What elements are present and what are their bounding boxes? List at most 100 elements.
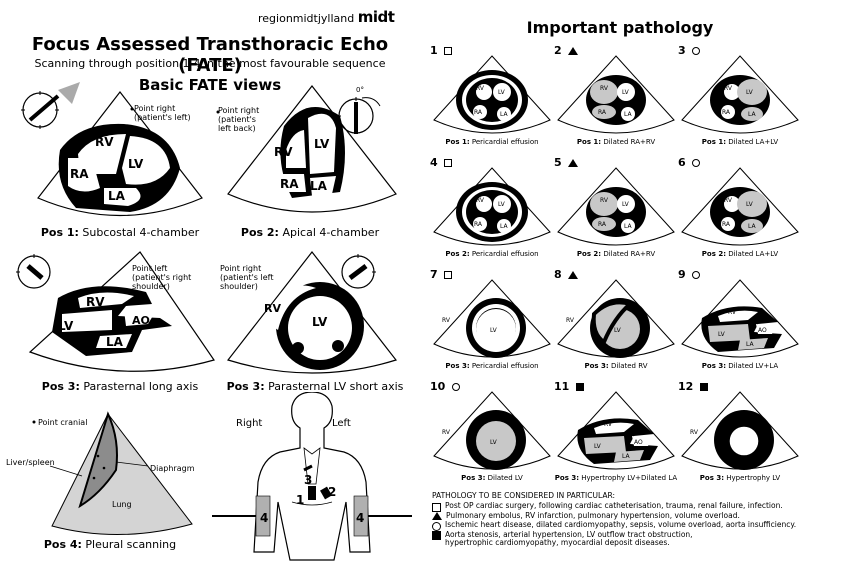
label-ra: RA: [722, 221, 731, 228]
label-diaphragm: Diaphragm: [150, 464, 195, 473]
triangle-filled-icon: [568, 47, 578, 55]
probe-dial-3-icon: [16, 254, 51, 289]
label-ra: RA: [598, 221, 607, 228]
body-positions-diagram: 3 1 2 4 4: [212, 392, 412, 561]
rv-chamber: [724, 84, 740, 100]
square-filled-icon: [432, 530, 441, 540]
label-lv: LV: [314, 137, 330, 151]
view5-note: Point cranial: [38, 418, 88, 427]
lv-chamber: [617, 195, 635, 213]
pathology-number: 7: [430, 268, 438, 281]
label-lv: LV: [498, 201, 506, 208]
pathology-heading: Important pathology: [526, 18, 714, 37]
label-ao: AO: [634, 439, 643, 446]
parasternal-short-axis-diagram: RV LV: [226, 251, 398, 374]
lv-chamber: [476, 421, 516, 461]
lv-chamber: [708, 324, 750, 342]
caption-pos1: Pos 1: Subcostal 4-chamber: [40, 226, 200, 239]
caption-pos3-short: Pos 3: Parasternal LV short axis: [226, 380, 404, 393]
label-lung: Lung: [112, 500, 132, 509]
label-lv: LV: [746, 89, 754, 96]
circle-open-icon: [452, 383, 460, 391]
page-subtitle: Scanning through position 1-4 in the mos…: [34, 57, 386, 70]
circle-open-icon: [692, 159, 700, 167]
label-la: LA: [746, 341, 754, 348]
brand-text: regionmidtjylland: [258, 12, 355, 25]
pathology-caption: Pos 3: Dilated LV: [461, 474, 523, 482]
pathology-sector-4: LV RV RA LA: [433, 167, 551, 246]
label-lv: LV: [490, 439, 498, 446]
label-right: Right: [236, 418, 263, 429]
label-la: LA: [500, 223, 508, 230]
label-la: LA: [748, 111, 756, 118]
ao: [632, 436, 652, 446]
label-rv: RV: [690, 429, 699, 436]
pathology-number: 6: [678, 156, 686, 169]
label-rv: RV: [476, 197, 485, 204]
label-rv: RV: [442, 429, 451, 436]
square-filled-icon: [700, 383, 708, 391]
views-heading: Basic FATE views: [138, 76, 282, 94]
label-ra: RA: [474, 109, 483, 116]
lv-chamber: [476, 309, 516, 349]
ra-chamber: [592, 217, 616, 231]
la-chamber: [621, 107, 635, 121]
pathology-caption: Pos 1: Dilated LA+LV: [701, 138, 779, 146]
pathology-caption: Pos 3: Dilated LV+LA: [701, 362, 779, 370]
label-la: LA: [622, 453, 630, 460]
label-lv: LV: [622, 89, 630, 96]
la-chamber: [741, 219, 763, 233]
label-la: LA: [624, 111, 632, 118]
circle-open-icon: [692, 271, 700, 279]
label-rv: RV: [566, 317, 575, 324]
legend-title: PATHOLOGY TO BE CONSIDERED IN PARTICULAR…: [432, 491, 615, 500]
label-rv: RV: [476, 85, 485, 92]
label-lv: LV: [312, 315, 328, 329]
label-left: Left: [332, 418, 351, 429]
legend-list: Post OP cardiac surgery, following cardi…: [432, 501, 852, 548]
rv-chamber: [476, 196, 492, 212]
label-ra: RA: [280, 177, 299, 191]
caption-pos4: Pos 4: Pleural scanning: [43, 538, 177, 551]
label-ra: RA: [474, 221, 483, 228]
lv-chamber: [584, 436, 626, 454]
pathology-caption: Pos 3: Pericardial effusion: [445, 362, 539, 370]
rv-chamber: [476, 84, 492, 100]
label-rv: RV: [724, 197, 733, 204]
pos-marker-1: 1: [296, 493, 304, 507]
label-ao: AO: [132, 314, 150, 327]
pathology-caption: Pos 1: Pericardial effusion: [445, 138, 539, 146]
label-rv: RV: [274, 145, 293, 159]
label-rv: RV: [442, 317, 451, 324]
lv-chamber: [729, 426, 759, 456]
view2-note: Point right (patient's left back): [218, 106, 260, 133]
rv-chamber: [590, 80, 618, 104]
pathology-number: 3: [678, 44, 686, 57]
rv-chamber: [591, 300, 635, 346]
subcostal-view-diagram: RV LV RA LA: [37, 91, 203, 217]
label-lv: LV: [490, 327, 498, 334]
apical-view-diagram: LV RV RA LA: [216, 85, 397, 213]
legend-item: Ischemic heart disease, dilated cardiomy…: [432, 520, 852, 531]
label-rv: RV: [600, 197, 609, 204]
triangle-filled-icon: [568, 159, 578, 167]
pos-marker-4-left: 4: [356, 511, 364, 525]
label-lv: LV: [738, 439, 746, 446]
label-la: LA: [310, 179, 328, 193]
pathology-caption: Pos 2: Dilated RA+RV: [576, 250, 656, 258]
pathology-number: 11: [554, 380, 570, 393]
circle-open-icon: [432, 521, 441, 531]
rv-chamber: [594, 422, 634, 434]
caption-pos2: Pos 2: Apical 4-chamber: [240, 226, 380, 239]
la-chamber: [614, 450, 644, 462]
ra-chamber: [68, 158, 100, 192]
square-open-icon: [444, 159, 452, 167]
rv-chamber: [718, 310, 758, 322]
label-ao: AO: [758, 327, 767, 334]
pathology-number: 5: [554, 156, 562, 169]
caption-pos3-long: Pos 3: Parasternal long axis: [41, 380, 199, 393]
label-la: LA: [108, 189, 126, 203]
la-chamber: [497, 219, 511, 233]
